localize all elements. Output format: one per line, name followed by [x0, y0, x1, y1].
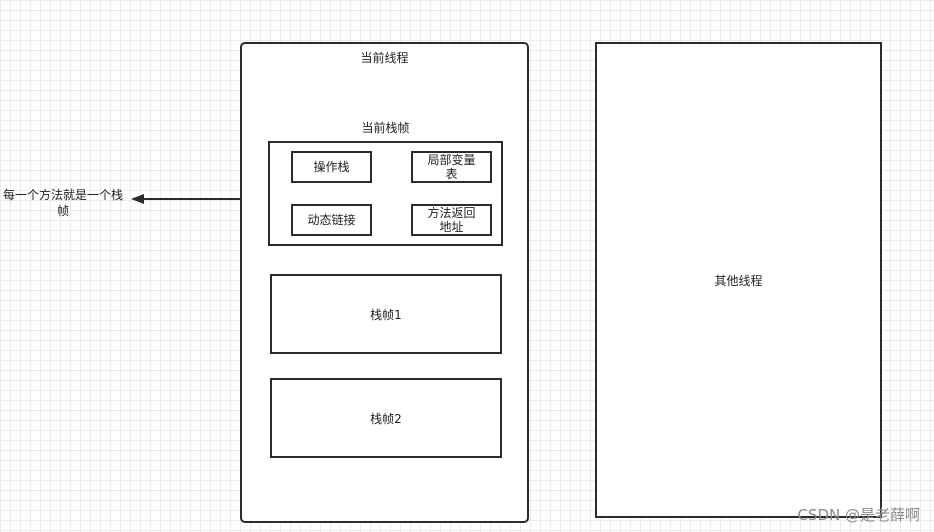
stack-frame-2-label: 栈帧2: [370, 411, 402, 426]
other-thread-box: 其他线程: [595, 42, 882, 518]
current-thread-label: 当前线程: [360, 51, 409, 65]
return-address-label: 方法返回地址: [427, 206, 476, 234]
dynamic-link-box: 动态链接: [291, 204, 372, 236]
watermark: CSDN @是老薛啊: [797, 506, 920, 524]
other-thread-label: 其他线程: [714, 273, 763, 288]
stack-frame-1-label: 栈帧1: [370, 307, 402, 322]
operand-stack-box: 操作栈: [291, 151, 372, 183]
stack-frame-2-box: 栈帧2: [270, 378, 502, 458]
arrow-head: [131, 194, 144, 204]
local-vars-label: 局部变量表: [427, 153, 476, 181]
local-vars-box: 局部变量表: [411, 151, 492, 183]
stack-frame-1-box: 栈帧1: [270, 274, 502, 354]
dynamic-link-label: 动态链接: [307, 213, 356, 227]
current-frame-label: 当前栈帧: [361, 121, 410, 135]
return-address-box: 方法返回地址: [411, 204, 492, 236]
operand-stack-label: 操作栈: [313, 160, 350, 174]
annotation-label: 每一个方法就是一个栈帧: [2, 188, 123, 218]
